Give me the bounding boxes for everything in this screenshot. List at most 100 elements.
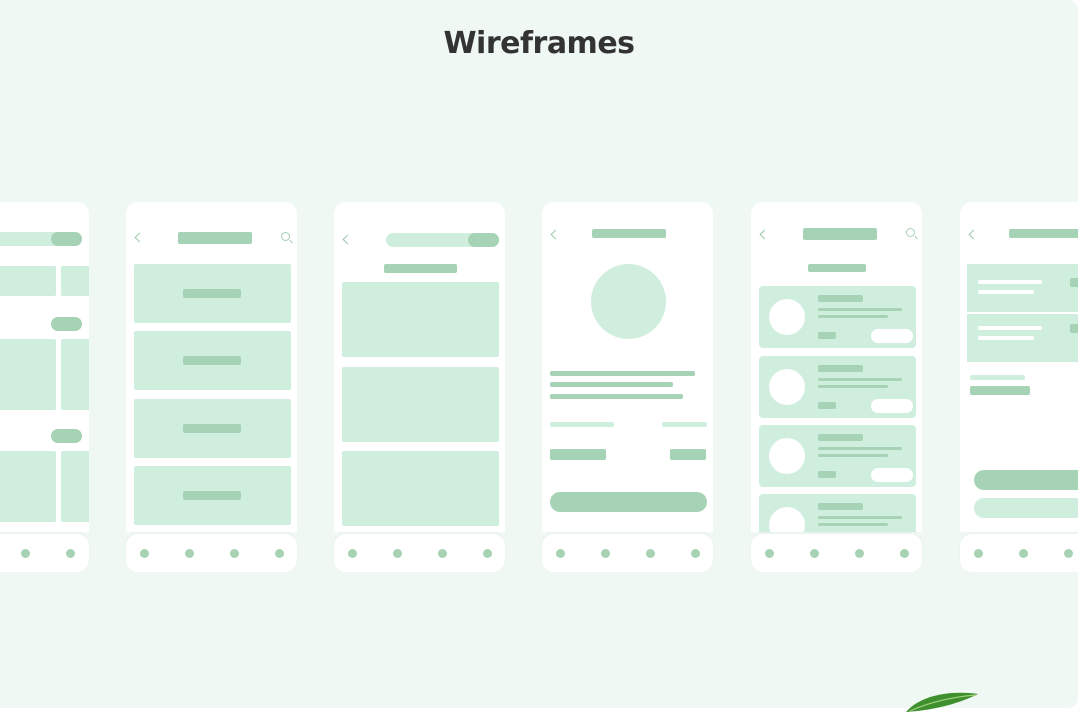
nav-dot-icon[interactable]	[275, 549, 284, 558]
feed-card[interactable]	[342, 367, 499, 442]
panel-text-line	[978, 290, 1034, 294]
info-chip	[550, 449, 606, 460]
nav-dot-icon[interactable]	[1019, 549, 1028, 558]
item-text-line	[818, 308, 902, 311]
grid-tile[interactable]	[61, 339, 89, 410]
search-bar-button[interactable]	[51, 232, 82, 246]
screen-content	[126, 202, 297, 532]
back-chevron-icon[interactable]	[134, 232, 145, 243]
nav-dot-icon[interactable]	[483, 549, 492, 558]
search-bar-button[interactable]	[468, 233, 499, 247]
info-chip	[670, 449, 706, 460]
panel-text-line	[978, 280, 1042, 284]
phone-detail-screen	[960, 202, 1078, 572]
feed-card[interactable]	[342, 451, 499, 526]
bottom-nav	[960, 534, 1078, 572]
page-title: Wireframes	[443, 26, 635, 61]
screen-content	[960, 202, 1078, 532]
nav-dot-icon[interactable]	[230, 549, 239, 558]
grid-tile[interactable]	[0, 266, 56, 296]
text-line	[550, 382, 673, 387]
item-thumbnail	[769, 438, 805, 474]
panel-tag	[1070, 324, 1078, 333]
nav-dot-icon[interactable]	[140, 549, 149, 558]
phone-feed-screen	[334, 202, 505, 572]
bottom-nav	[126, 534, 297, 572]
grid-tile[interactable]	[0, 451, 56, 522]
primary-button[interactable]	[550, 492, 707, 512]
header-title-bar	[178, 232, 252, 244]
back-chevron-icon[interactable]	[550, 229, 561, 240]
phone-list-screen	[126, 202, 297, 572]
item-text-line	[818, 454, 888, 457]
nav-dot-icon[interactable]	[855, 549, 864, 558]
bottom-nav	[542, 534, 713, 572]
primary-button[interactable]	[974, 470, 1078, 490]
bottom-nav	[334, 534, 505, 572]
search-icon[interactable]	[281, 232, 290, 241]
text-line	[550, 394, 683, 399]
back-chevron-icon[interactable]	[968, 229, 979, 240]
nav-dot-icon[interactable]	[765, 549, 774, 558]
nav-dot-icon[interactable]	[21, 549, 30, 558]
nav-dot-icon[interactable]	[438, 549, 447, 558]
item-tag	[818, 471, 836, 478]
grid-tile[interactable]	[61, 451, 89, 522]
nav-dot-icon[interactable]	[348, 549, 357, 558]
section-tag	[51, 429, 82, 443]
item-action-button[interactable]	[871, 329, 913, 343]
stat-line	[662, 422, 707, 427]
list-card-label	[183, 491, 241, 500]
text-line	[970, 375, 1025, 380]
stat-line	[550, 422, 614, 427]
back-chevron-icon[interactable]	[759, 229, 770, 240]
item-text-line	[818, 315, 888, 318]
nav-dot-icon[interactable]	[556, 549, 565, 558]
nav-dot-icon[interactable]	[601, 549, 610, 558]
header-title-bar	[592, 229, 666, 238]
grid-tile[interactable]	[61, 266, 89, 296]
nav-dot-icon[interactable]	[810, 549, 819, 558]
item-text-line	[818, 385, 888, 388]
item-title-bar	[818, 503, 863, 510]
item-title-bar	[818, 365, 863, 372]
item-title-bar	[818, 434, 863, 441]
avatar	[591, 264, 666, 339]
search-icon[interactable]	[906, 228, 915, 237]
nav-dot-icon[interactable]	[1064, 549, 1073, 558]
feed-card[interactable]	[342, 282, 499, 357]
section-heading-bar	[384, 264, 457, 273]
item-action-button[interactable]	[871, 468, 913, 482]
nav-dot-icon[interactable]	[646, 549, 655, 558]
item-tag	[818, 402, 836, 409]
grid-tile[interactable]	[0, 339, 56, 410]
nav-dot-icon[interactable]	[393, 549, 402, 558]
list-card-label	[183, 424, 241, 433]
nav-dot-icon[interactable]	[974, 549, 983, 558]
screen-content	[542, 202, 713, 532]
item-text-line	[818, 516, 902, 519]
nav-dot-icon[interactable]	[66, 549, 75, 558]
item-action-button[interactable]	[871, 399, 913, 413]
bottom-nav	[0, 534, 89, 572]
section-tag	[51, 317, 82, 331]
text-line	[550, 371, 695, 376]
phone-grid-screen	[0, 202, 89, 572]
label-bar	[970, 386, 1030, 395]
panel-text-line	[978, 326, 1042, 330]
nav-dot-icon[interactable]	[900, 549, 909, 558]
header-title-bar	[803, 228, 877, 240]
panel-text-line	[978, 336, 1034, 340]
back-chevron-icon[interactable]	[342, 234, 353, 245]
phone-card-list-screen	[751, 202, 922, 572]
item-thumbnail	[769, 299, 805, 335]
section-heading-bar	[808, 264, 866, 272]
phone-profile-screen	[542, 202, 713, 572]
nav-dot-icon[interactable]	[691, 549, 700, 558]
panel-divider	[967, 312, 1078, 314]
item-text-line	[818, 523, 888, 526]
nav-dot-icon[interactable]	[185, 549, 194, 558]
secondary-button[interactable]	[974, 498, 1078, 518]
list-card-label	[183, 356, 241, 365]
